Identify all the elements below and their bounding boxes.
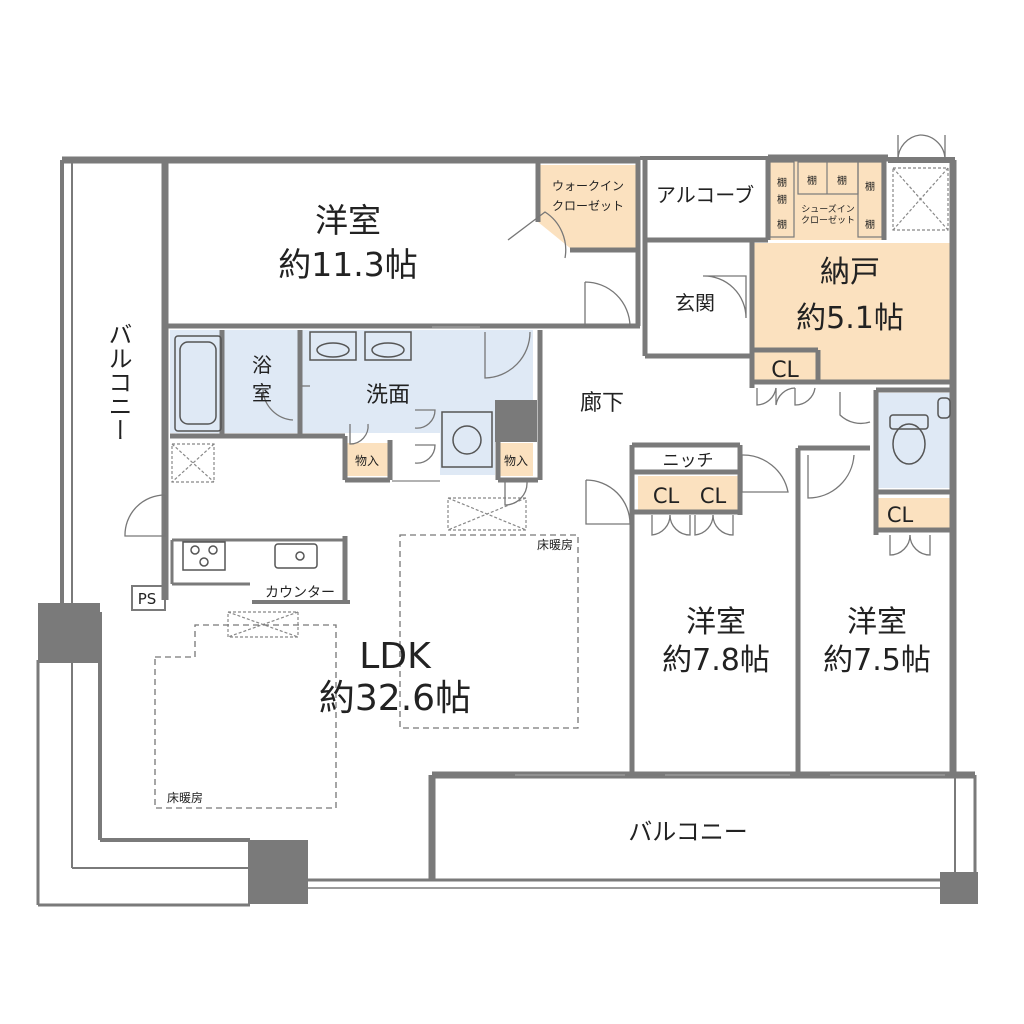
storage-small-right-fill xyxy=(498,443,533,476)
shelf-label: 棚 xyxy=(865,218,875,231)
bathroom-label-2: 室 xyxy=(252,381,272,405)
floor-heating-label-upper: 床暖房 xyxy=(537,537,573,552)
storeroom-name: 納戸 xyxy=(820,255,880,290)
bathroom-label-1: 浴 xyxy=(252,353,272,377)
toilet-fill xyxy=(878,393,953,488)
pipe-space-label: PS xyxy=(138,590,157,608)
ldk-name: LDK xyxy=(359,636,432,677)
balcony-left-outline xyxy=(36,160,250,907)
pillar-washroom xyxy=(495,400,537,442)
windows xyxy=(392,326,945,776)
right-room-area: 約7.5帖 xyxy=(823,643,931,678)
floor-heating-areas xyxy=(154,534,579,809)
bathtub xyxy=(174,335,222,432)
stove-and-sink xyxy=(182,541,318,571)
closet-storeroom-label: CL xyxy=(771,358,799,383)
floor-heating-label-lower: 床暖房 xyxy=(167,790,203,805)
shelf-label: 棚 xyxy=(807,174,817,187)
shoes-closet-fill xyxy=(768,160,884,240)
counter-label: カウンター xyxy=(265,585,335,601)
shelf-label: 棚 xyxy=(865,180,875,193)
large-room-area: 約11.3帖 xyxy=(278,245,417,284)
walk-in-closet-fill xyxy=(538,165,638,248)
balcony-left-label: バルコニー xyxy=(104,322,132,442)
closet-mid-right-label: CL xyxy=(700,484,727,508)
mid-room-area: 約7.8帖 xyxy=(662,643,770,678)
interior-walls xyxy=(165,160,953,775)
shoes-closet-shelves xyxy=(769,161,883,238)
toilet-icon xyxy=(889,397,951,465)
shoes-closet-label-2: クローゼット xyxy=(801,214,855,226)
shelf-label: 棚 xyxy=(837,174,847,187)
closet-mid-left-label: CL xyxy=(653,484,680,508)
right-room-name: 洋室 xyxy=(847,605,907,640)
column-left xyxy=(38,603,100,663)
exterior-walls xyxy=(62,154,975,880)
storage-small-right-label: 物入 xyxy=(504,454,528,468)
closet-mid-fill xyxy=(638,476,738,512)
column-bottom xyxy=(248,840,308,904)
shelf-label: 棚 xyxy=(777,218,787,231)
niche-label: ニッチ xyxy=(663,451,714,471)
closet-right-fill xyxy=(878,498,953,530)
closet-right-label: CL xyxy=(887,503,914,527)
shoes-closet-label-1: シューズイン xyxy=(801,203,855,215)
alcove-label: アルコーブ xyxy=(656,183,754,207)
washroom-label: 洗面 xyxy=(366,383,410,408)
pipe-space-box xyxy=(131,585,166,611)
ldk-area: 約32.6帖 xyxy=(319,678,471,719)
balcony-bottom-outline xyxy=(308,775,977,889)
storage-small-left-label: 物入 xyxy=(355,454,379,468)
walk-in-closet-label-2: クローゼット xyxy=(552,199,624,213)
walk-in-closet-label-1: ウォークイン xyxy=(552,179,624,193)
storeroom-area: 約5.1帖 xyxy=(796,301,904,336)
large-room-name: 洋室 xyxy=(315,201,381,240)
storage-small-left-fill xyxy=(345,443,388,476)
mid-room-name: 洋室 xyxy=(686,605,746,640)
closet-storeroom-fill xyxy=(752,352,817,382)
hallway-label: 廊下 xyxy=(580,391,624,416)
vanity-sinks xyxy=(309,331,412,361)
washing-machine xyxy=(441,411,493,468)
balcony-bottom-label: バルコニー xyxy=(628,818,748,846)
column-bottom-right xyxy=(940,872,978,904)
bathroom-fill xyxy=(170,330,303,433)
entrance-label: 玄関 xyxy=(675,291,715,315)
shelf-label: 棚 xyxy=(777,176,787,189)
shelf-label: 棚 xyxy=(777,193,787,206)
washroom-lower-fill xyxy=(440,410,495,475)
door-swings xyxy=(124,134,946,556)
